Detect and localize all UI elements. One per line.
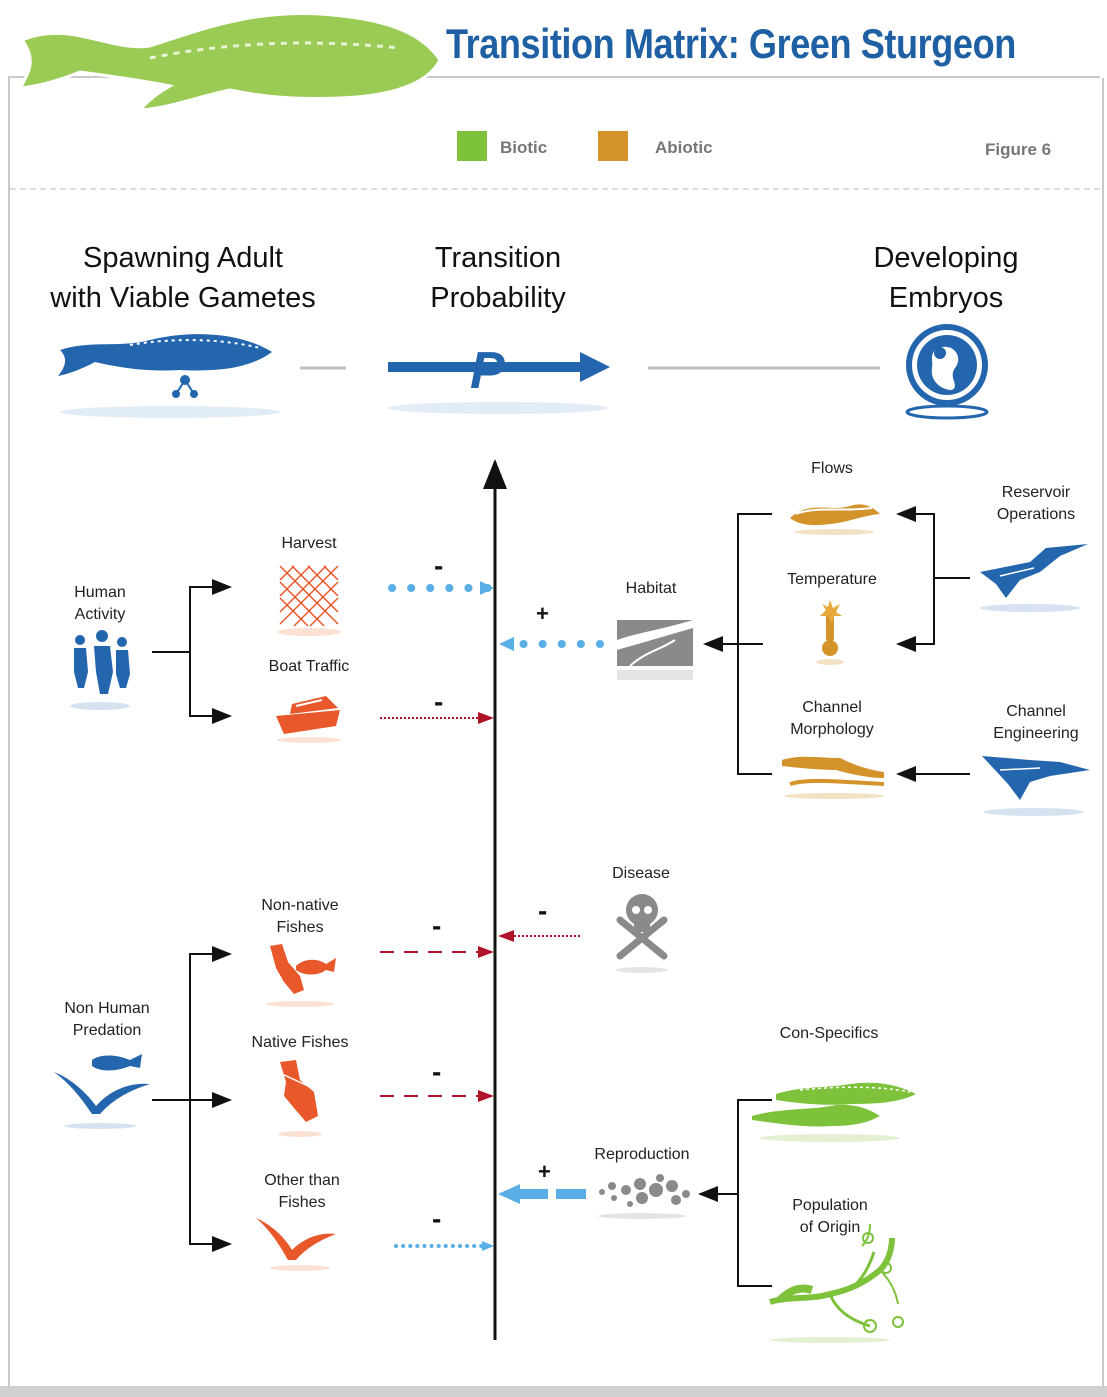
label-other-than-fishes: Other than Fishes [264,1172,340,1211]
legend-swatch-abiotic [598,131,628,161]
label-temperature: Temperature [787,571,877,588]
dam-icon [980,544,1088,612]
fish-map-icon [266,944,336,1007]
flows-icon [790,504,880,535]
river-network-icon [769,1223,904,1343]
eggs-icon [598,1174,690,1219]
header-spawning-adult: Spawning Adult with Viable Gametes [50,242,316,314]
label-reproduction: Reproduction [594,1146,690,1163]
page-title: Transition Matrix: Green Sturgeon [446,20,1016,67]
label-channel-engineering: Channel Engineering [993,703,1079,742]
sign-reproduction: + [538,1159,551,1184]
thermometer-icon [816,600,844,665]
label-human-activity: Human Activity [74,584,126,623]
sign-disease: - [538,895,548,926]
boat-icon [276,696,341,743]
label-disease: Disease [612,865,670,882]
sturgeon-logo-icon [17,12,442,112]
legend-label-abiotic: Abiotic [655,138,713,157]
label-non-human-predation: Non Human Predation [64,1000,150,1039]
probability-arrow-icon: P [388,342,610,414]
label-boat-traffic: Boat Traffic [268,658,350,675]
label-non-native-fishes: Non-native Fishes [261,897,339,936]
section-divider [10,188,1100,190]
header-sturgeon-icon [58,334,280,418]
sign-boat-traffic: - [434,686,444,717]
label-harvest: Harvest [281,535,337,552]
figure-label: Figure 6 [985,140,1052,159]
label-population-of-origin: Population of Origin [792,1197,868,1236]
sign-native-fishes: - [432,1056,442,1087]
svg-text:P: P [470,342,505,400]
footer-rule [0,1386,1107,1397]
label-channel-morphology: Channel Morphology [790,699,874,738]
header-transition-probability: Transition Probability [430,242,566,314]
net-icon [277,565,341,636]
label-habitat: Habitat [625,580,677,597]
fish-map-icon [278,1060,322,1137]
label-reservoir-operations: Reservoir Operations [996,484,1076,523]
sign-other-than-fishes: - [432,1203,442,1234]
label-flows: Flows [811,460,853,477]
people-icon [70,630,130,710]
sign-harvest: - [434,550,444,581]
label-con-specifics: Con-Specifics [779,1025,879,1042]
legend-swatch-biotic [457,131,487,161]
bird-icon [256,1218,336,1271]
sign-habitat: + [536,601,549,626]
sign-non-native-fishes: - [432,910,442,941]
label-native-fishes: Native Fishes [251,1034,349,1051]
sturgeon-pair-icon [752,1082,916,1142]
skull-icon [616,894,668,973]
header-developing-embryos: Developing Embryos [873,242,1019,314]
dam-icon [982,756,1090,816]
embryo-icon [905,324,989,420]
river-icon [617,620,693,680]
channel-icon [782,756,885,799]
legend-label-biotic: Biotic [500,138,548,157]
predator-icon [54,1054,150,1129]
